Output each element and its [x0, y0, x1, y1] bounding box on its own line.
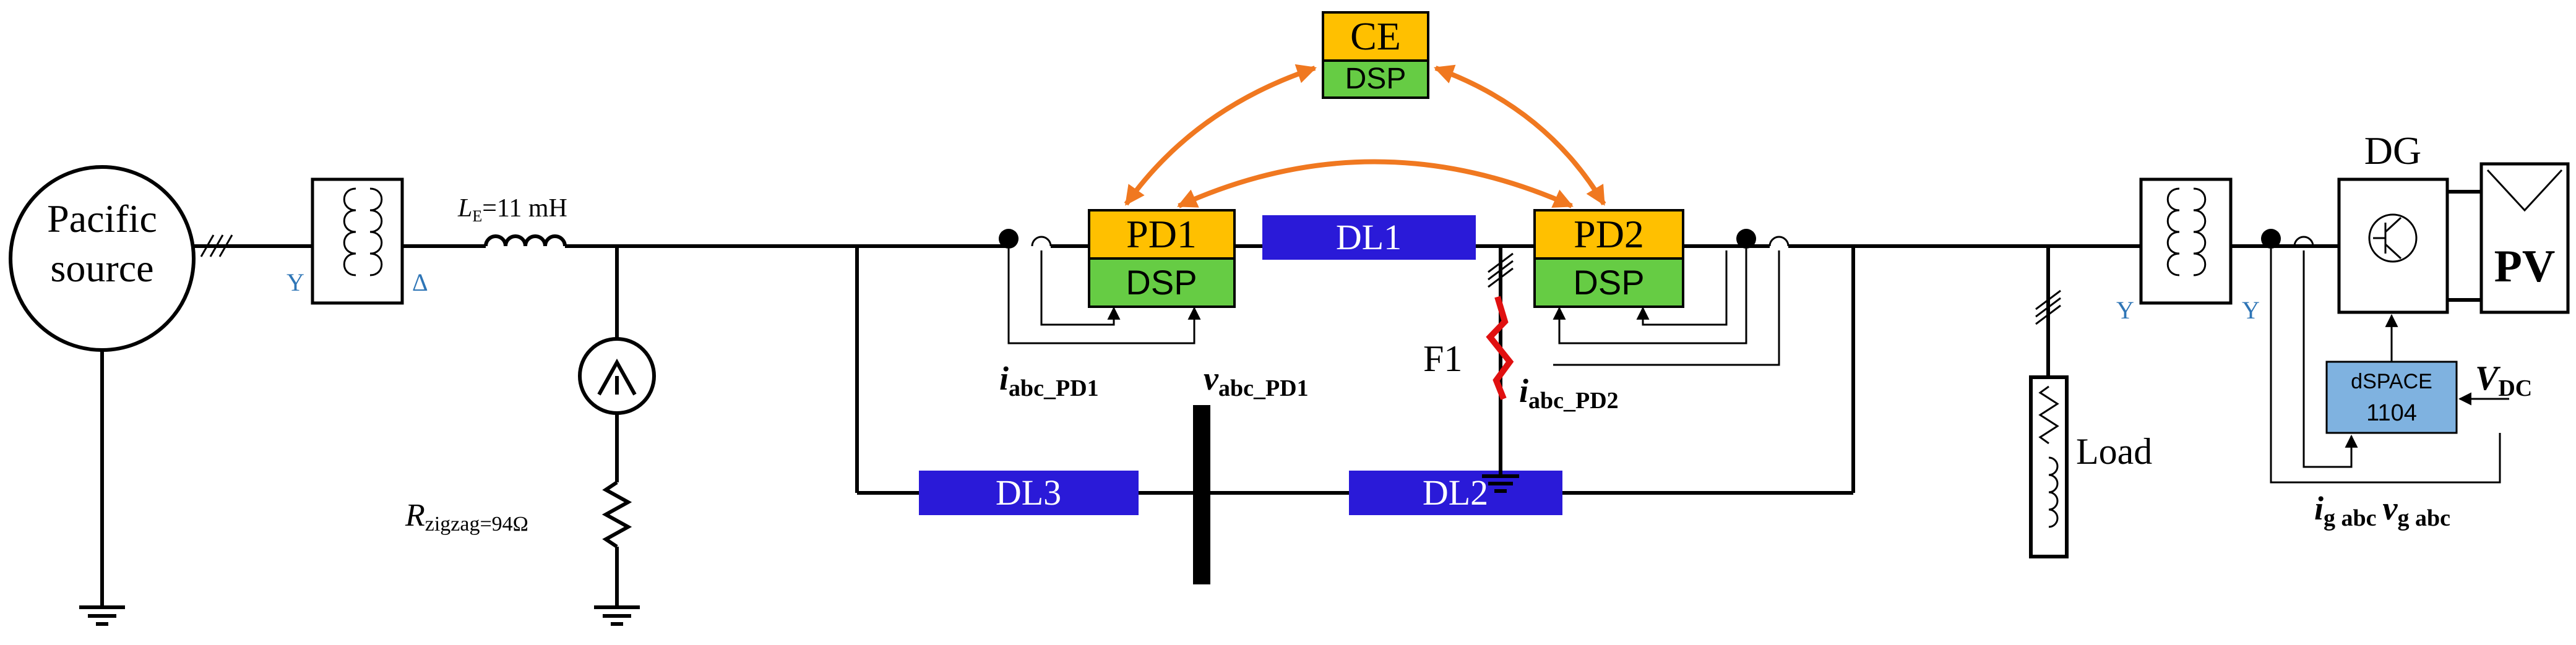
transformer1-y-label: Y	[286, 268, 304, 296]
line-dl3	[919, 471, 1139, 515]
load-resistor-icon	[2038, 385, 2059, 445]
pd1-box	[1088, 209, 1236, 260]
pd1-ct-icon	[1031, 236, 1052, 247]
pd2-label: PD2	[1574, 212, 1644, 256]
transformer-2: Y Y	[2116, 177, 2260, 324]
pd1-dsp-label: DSP	[1126, 263, 1197, 302]
pd2-voltage-feedback	[1553, 249, 1747, 344]
ce-box	[1322, 11, 1429, 62]
load-three-phase-icon	[2035, 289, 2061, 325]
pd1-label: PD1	[1126, 212, 1197, 256]
pd1-dsp-box	[1088, 257, 1236, 308]
pd2-dsp-label: DSP	[1573, 263, 1644, 302]
fault-three-phase-icon	[1488, 252, 1514, 288]
load-label: Load	[2076, 431, 2152, 472]
transformer-1: Y Δ	[286, 177, 428, 305]
dg-node	[2261, 229, 2281, 249]
dl2-label: DL2	[1423, 472, 1488, 513]
ce-label: CE	[1350, 14, 1401, 58]
pd2-dsp-box	[1533, 257, 1684, 308]
load-inductor-icon	[2048, 456, 2059, 528]
comm-link-pd1-pd2	[1177, 159, 1574, 208]
pd2-current-label: iabc_PD2	[1519, 372, 1619, 414]
grid-voltage-feedback	[2270, 249, 2501, 484]
fault-ground-icon	[1482, 474, 1519, 493]
zigzag-ground-icon	[594, 605, 640, 626]
source-label-line1: Pacific	[47, 197, 157, 241]
pd2-node	[1736, 229, 1756, 249]
pd1-current-feedback	[1040, 250, 1121, 326]
pd1-voltage-feedback	[1007, 249, 1201, 344]
zigzag-resistor-label: Rzigzag=94Ω	[405, 498, 528, 536]
dg-ct-icon	[2293, 236, 2314, 247]
fault-label: F1	[1423, 338, 1462, 379]
igbt-icon	[2368, 213, 2418, 263]
dg-label: DG	[2364, 129, 2421, 173]
inductor-le: LE=11 mH	[457, 194, 567, 247]
load-box	[2029, 375, 2069, 558]
line-dl2	[1349, 471, 1562, 515]
pd1-current-label: iabc_PD1	[999, 360, 1099, 401]
dg-inverter: DG	[2337, 129, 2481, 314]
dl1-label: DL1	[1336, 217, 1402, 257]
ce-dsp-box	[1322, 59, 1429, 99]
dspace-controller	[2325, 361, 2458, 434]
pv-panel: PV	[2479, 162, 2570, 314]
vdc-label: VDC	[2475, 359, 2532, 401]
pacific-source: Pacific source	[9, 165, 196, 626]
line-dl1	[1262, 215, 1476, 260]
fault-lightning-icon	[1486, 296, 1514, 400]
pd2-current-feedback	[1636, 250, 1728, 326]
comm-link-ce-pd1	[1124, 64, 1317, 206]
dspace-label-line2: 1104	[2366, 400, 2417, 426]
grid-current-feedback	[2302, 250, 2358, 468]
pd2-current-feedback-lower	[1553, 250, 1780, 366]
ce-dsp-label: DSP	[1345, 62, 1406, 95]
zigzag-grounding-branch: Rzigzag=94Ω	[405, 246, 656, 626]
load-branch: Load	[2029, 246, 2152, 558]
zigzag-resistor-icon	[601, 481, 632, 549]
source-ground-icon	[79, 605, 125, 626]
transformer1-delta-label: Δ	[412, 268, 428, 296]
pd1-node	[999, 229, 1019, 249]
source-label-line2: source	[50, 246, 153, 290]
busbar	[1193, 405, 1210, 584]
dl3-label: DL3	[996, 472, 1061, 513]
transformer2-y-label-right: Y	[2242, 296, 2260, 324]
comm-link-ce-pd2	[1433, 64, 1606, 206]
pd2-ct-icon	[1768, 236, 1790, 247]
inductor-label: LE=11 mH	[457, 194, 567, 225]
three-phase-marker-icon	[200, 234, 233, 257]
pv-label: PV	[2494, 241, 2556, 292]
fault-branch: F1	[1423, 246, 1519, 493]
dspace-label-line1: dSPACE	[2351, 370, 2432, 393]
pd1-voltage-label: vabc_PD1	[1204, 360, 1309, 401]
transformer2-y-label-left: Y	[2116, 296, 2134, 324]
